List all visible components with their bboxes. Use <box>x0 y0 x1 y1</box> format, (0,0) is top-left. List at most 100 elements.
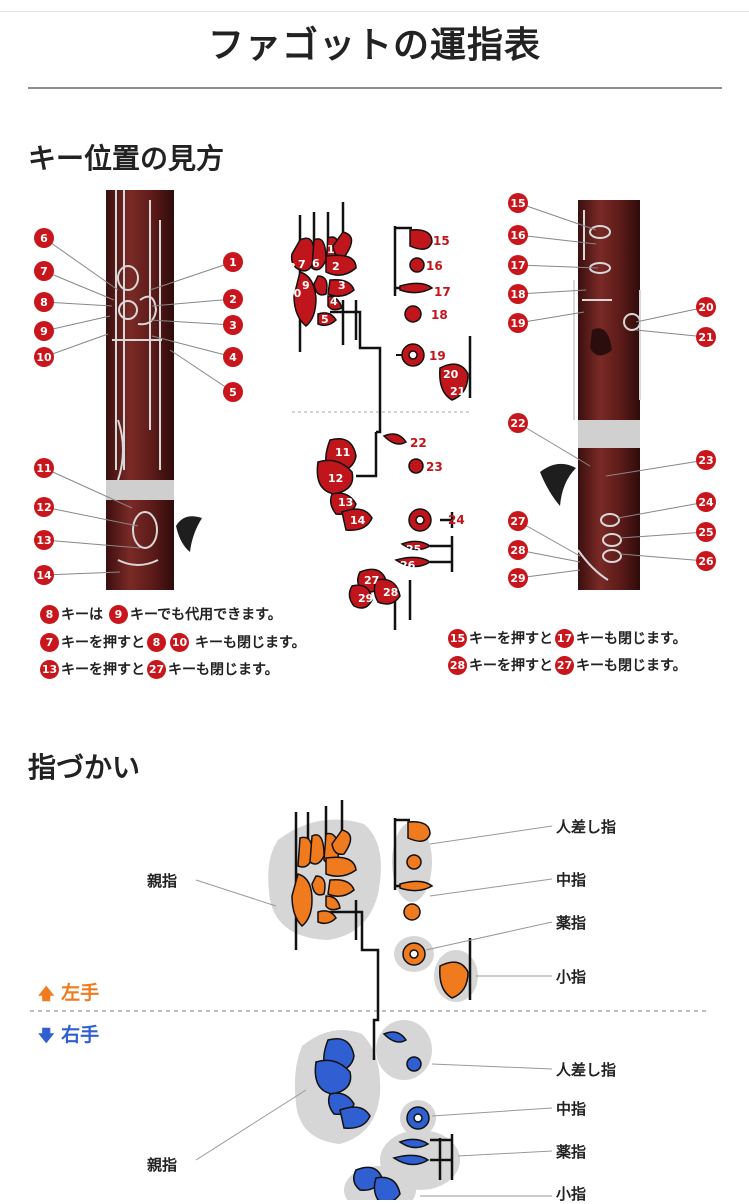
svg-text:28: 28 <box>510 544 525 557</box>
svg-text:23: 23 <box>426 460 443 474</box>
svg-text:4: 4 <box>330 295 338 308</box>
svg-text:26: 26 <box>698 555 714 568</box>
svg-text:19: 19 <box>510 317 525 330</box>
badge-26: 26 <box>696 551 716 571</box>
top-divider <box>0 11 749 12</box>
label-left-middle: 中指 <box>556 871 587 889</box>
svg-text:12: 12 <box>36 501 51 514</box>
badge-28: 28 <box>508 540 528 560</box>
badge-7: 7 <box>34 261 54 281</box>
svg-text:14: 14 <box>350 514 366 527</box>
label-right-thumb: 親指 <box>147 1156 178 1174</box>
svg-text:22: 22 <box>410 436 427 450</box>
svg-text:17: 17 <box>510 259 525 272</box>
svg-text:27: 27 <box>364 574 379 587</box>
note-key-badge: 27 <box>555 655 574 675</box>
svg-text:22: 22 <box>510 417 525 430</box>
hand-label-right: 🡇 右手 <box>38 1024 100 1046</box>
callout-lines-left <box>43 237 234 576</box>
svg-text:5: 5 <box>229 386 237 399</box>
badge-8: 8 <box>34 292 54 312</box>
svg-text:29: 29 <box>358 592 373 605</box>
note-key-badge: 9 <box>109 604 128 624</box>
badge-12: 12 <box>34 497 54 517</box>
svg-text:10: 10 <box>36 351 52 364</box>
svg-text:12: 12 <box>328 472 343 485</box>
svg-text:8: 8 <box>288 261 296 274</box>
badge-23: 23 <box>696 450 716 470</box>
note-key-badge: 15 <box>448 628 467 648</box>
svg-text:6: 6 <box>40 232 48 245</box>
svg-text:21: 21 <box>450 385 465 398</box>
svg-text:1: 1 <box>229 256 237 269</box>
svg-text:20: 20 <box>698 301 714 314</box>
svg-text:17: 17 <box>434 285 451 299</box>
svg-text:27: 27 <box>510 515 525 528</box>
hand-label-left: 🡅 左手 <box>38 982 100 1004</box>
section-heading-fingering: 指づかい <box>28 751 141 784</box>
badge-27: 27 <box>508 511 528 531</box>
label-left-thumb: 親指 <box>147 872 178 890</box>
badge-2: 2 <box>223 289 243 309</box>
svg-text:4: 4 <box>229 351 237 364</box>
badge-16: 16 <box>508 225 528 245</box>
svg-text:13: 13 <box>338 496 353 509</box>
badge-5: 5 <box>223 382 243 402</box>
svg-text:15: 15 <box>433 234 450 248</box>
svg-text:18: 18 <box>510 288 525 301</box>
note-3: 13 キーを押すと 27 キーも閉じます。 <box>38 659 279 679</box>
badge-15: 15 <box>508 193 528 213</box>
label-right-little: 小指 <box>556 1185 587 1203</box>
svg-text:18: 18 <box>431 308 448 322</box>
badge-18: 18 <box>508 284 528 304</box>
note-key-badge: 28 <box>448 655 467 675</box>
page-title: ファゴットの運指表 <box>207 25 541 66</box>
badge-22: 22 <box>508 413 528 433</box>
key-badges-left: 6 7 8 9 10 1 2 3 4 5 11 12 13 14 <box>34 228 243 585</box>
svg-text:14: 14 <box>36 569 52 582</box>
label-left-index: 人差し指 <box>556 818 617 836</box>
svg-text:28: 28 <box>383 586 398 599</box>
svg-text:23: 23 <box>698 454 713 467</box>
svg-text:9: 9 <box>302 279 310 292</box>
badge-3: 3 <box>223 315 243 335</box>
svg-text:3: 3 <box>229 319 237 332</box>
fingering-diagram <box>30 800 708 1200</box>
note-key-badge: 8 <box>40 604 59 624</box>
title-underline <box>28 87 722 89</box>
label-right-middle: 中指 <box>556 1100 587 1118</box>
key-map-diagram: 8 7 6 1 2 3 4 5 10 9 15 16 17 18 19 20 2… <box>286 202 472 630</box>
note-5: 28 キーを押すと 27 キーも閉じます。 <box>446 655 687 675</box>
svg-text:20: 20 <box>443 368 459 381</box>
svg-text:24: 24 <box>698 496 714 509</box>
badge-10: 10 <box>34 347 54 367</box>
note-key-badge: 13 <box>40 659 59 679</box>
badge-4: 4 <box>223 347 243 367</box>
note-key-badge: 10 <box>170 632 189 652</box>
svg-text:3: 3 <box>338 279 346 292</box>
svg-text:11: 11 <box>335 446 350 459</box>
svg-text:25: 25 <box>406 543 421 556</box>
note-1: 8 キーは 9 キーでも代用できます。 <box>38 604 282 624</box>
key-badges-right: 15 16 17 18 19 20 21 22 23 24 25 26 27 2… <box>508 193 716 588</box>
svg-text:6: 6 <box>312 257 320 270</box>
svg-text:9: 9 <box>40 325 48 338</box>
svg-text:1: 1 <box>327 243 335 256</box>
badge-17: 17 <box>508 255 528 275</box>
arrow-down-icon: 🡇 <box>38 1026 55 1045</box>
svg-text:25: 25 <box>698 526 713 539</box>
svg-text:10: 10 <box>286 287 302 300</box>
badge-1: 1 <box>223 252 243 272</box>
svg-text:13: 13 <box>36 534 51 547</box>
badge-25: 25 <box>696 522 716 542</box>
badge-9: 9 <box>34 321 54 341</box>
badge-19: 19 <box>508 313 528 333</box>
note-4: 15 キーを押すと 17 キーも閉じます。 <box>446 628 687 648</box>
note-key-badge: 7 <box>40 632 59 652</box>
svg-text:2: 2 <box>332 260 340 273</box>
note-key-badge: 8 <box>147 632 166 652</box>
label-left-ring: 薬指 <box>556 914 587 932</box>
badge-14: 14 <box>34 565 54 585</box>
svg-text:16: 16 <box>510 229 526 242</box>
